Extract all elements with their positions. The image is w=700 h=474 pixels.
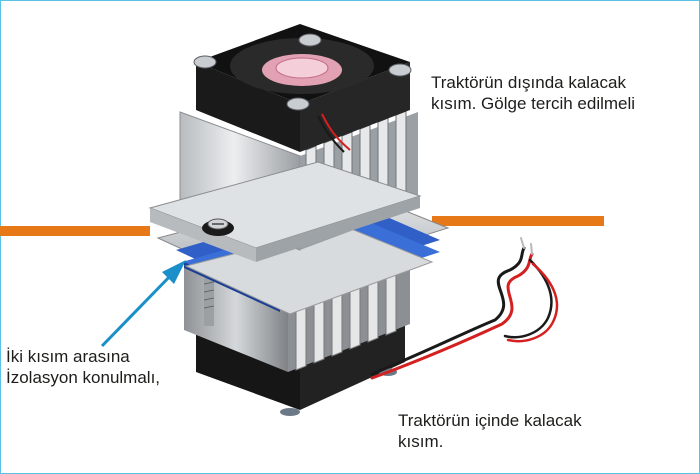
outside-label-line-2: kısım. Gölge tercih edilmeli [431, 94, 636, 113]
inside-label-line-1: Traktörün içinde kalacak [398, 411, 582, 430]
inside-part-label: Traktörün içinde kalacak kısım. [398, 410, 582, 452]
lower-heatsink-icon [184, 262, 410, 372]
upper-heatsink-icon [148, 110, 422, 262]
insulation-label-line-2: İzolasyon konulmalı, [6, 368, 161, 387]
outside-label-line-1: Traktörün dışında kalacak [431, 73, 626, 92]
insulation-label-line-1: İki kısım arasına [6, 347, 130, 366]
mounting-screw-icon [202, 218, 234, 236]
outside-part-label: Traktörün dışında kalacak kısım. Gölge t… [431, 72, 635, 114]
tractor-wall-line [0, 216, 604, 236]
inside-label-line-2: kısım. [398, 432, 444, 451]
red-black-wires-icon [370, 237, 559, 380]
insulation-pointer-arrow [100, 260, 186, 348]
upper-fan-icon [193, 24, 412, 153]
insulation-label: İki kısım arasına İzolasyon konulmalı, [6, 346, 160, 388]
